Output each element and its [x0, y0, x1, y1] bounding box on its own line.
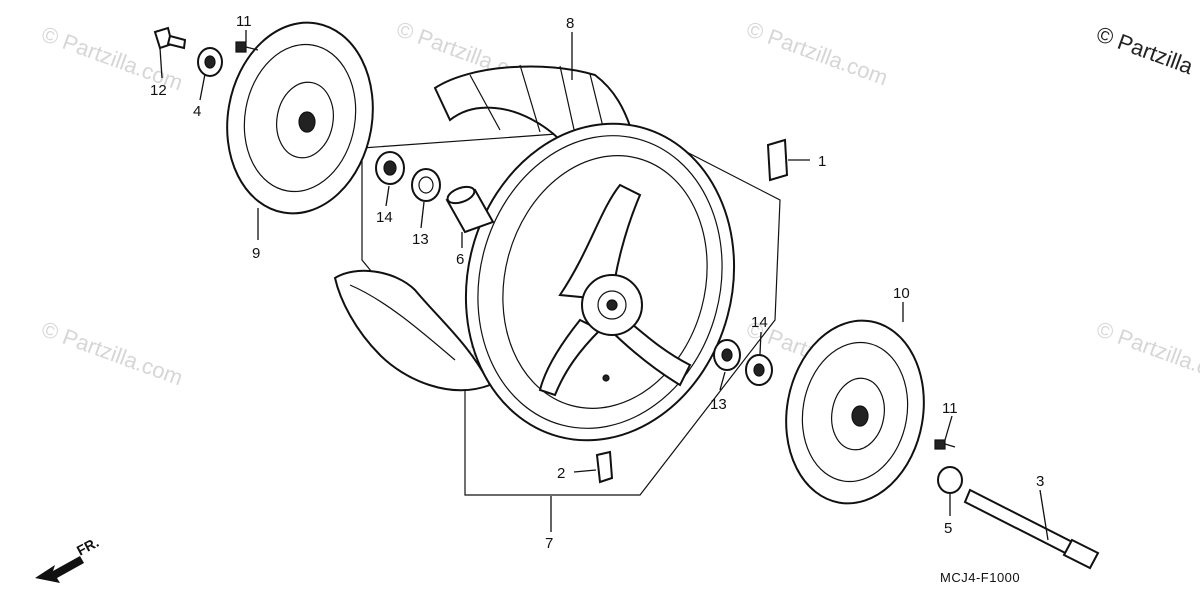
callout-7: 7 — [545, 535, 553, 552]
clip-1 — [766, 138, 789, 182]
callout-11-left: 11 — [236, 13, 252, 30]
bolt-12 — [153, 26, 187, 50]
callout-10: 10 — [893, 285, 910, 302]
valve-2 — [595, 450, 614, 484]
collar-4 — [197, 47, 223, 77]
front-arrow-icon — [35, 556, 84, 583]
direction-label: FR. — [74, 534, 101, 559]
callout-8: 8 — [566, 15, 574, 32]
bearing-14-left — [375, 151, 405, 185]
callout-2: 2 — [557, 465, 565, 482]
diagram-code: MCJ4-F1000 — [940, 570, 1020, 585]
callout-1: 1 — [818, 153, 826, 170]
watermark: © Partzilla.com — [743, 16, 891, 90]
callout-14-right: 14 — [751, 314, 768, 331]
brake-disc-right — [785, 319, 925, 505]
watermark: © Partzilla.com — [1093, 316, 1200, 390]
screw-11-right — [934, 439, 956, 450]
callout-9: 9 — [252, 245, 260, 262]
callout-13-left: 13 — [412, 231, 429, 248]
callout-12: 12 — [150, 82, 167, 99]
corner-watermark: © Partzilla — [1093, 21, 1197, 79]
brake-disc-left — [226, 21, 374, 215]
wheel-rim — [464, 122, 736, 442]
callout-3: 3 — [1036, 473, 1044, 490]
bearing-13-right — [713, 339, 741, 371]
collar-5 — [937, 466, 963, 494]
callout-labels: 1 2 3 4 5 6 7 8 9 10 11 11 12 13 13 14 1… — [150, 13, 1044, 552]
direction-indicator: FR. — [35, 534, 101, 583]
screw-11-left — [235, 41, 259, 53]
axle-3 — [963, 488, 1100, 570]
callout-14-left: 14 — [376, 209, 393, 226]
leader-lines — [159, 30, 1049, 541]
spacer-6 — [445, 185, 495, 234]
callout-5: 5 — [944, 520, 952, 537]
callout-6: 6 — [456, 251, 464, 268]
callout-11-right: 11 — [942, 400, 958, 417]
seal-13-left — [411, 168, 441, 202]
bearing-14-right — [745, 354, 773, 386]
callout-4: 4 — [193, 103, 201, 120]
watermark: © Partzilla.com — [38, 316, 186, 390]
callout-13-right: 13 — [710, 396, 727, 413]
